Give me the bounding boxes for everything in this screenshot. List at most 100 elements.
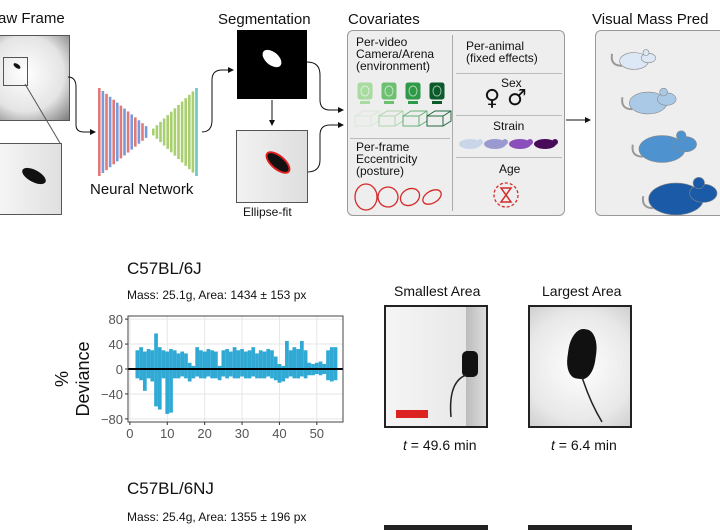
strain-mouse-head: [552, 139, 558, 145]
deviance-bar: [228, 351, 233, 377]
deviance-bar: [296, 349, 300, 379]
segmentation-title: Segmentation: [218, 11, 311, 28]
deviance-bar: [214, 351, 218, 379]
deviance-bar: [281, 365, 286, 382]
eccentricity-icons: [354, 183, 442, 211]
posture-label: (posture): [356, 164, 405, 178]
mouse-ear: [676, 130, 687, 141]
x-tick-label: 40: [272, 426, 286, 441]
y-tick-label: 0: [116, 362, 123, 377]
deviance-bar: [176, 353, 181, 379]
mouse-tail: [449, 374, 467, 418]
deviance-bar: [172, 350, 177, 379]
scale-bar: [396, 410, 428, 418]
zoom-connector: [24, 83, 61, 144]
deviance-bar: [266, 349, 271, 377]
strain-mouse-head: [477, 139, 483, 145]
fitted-ellipse: [261, 147, 295, 178]
deviance-bar: [232, 347, 237, 379]
age-label: Age: [499, 162, 521, 176]
deviance-bar: [206, 349, 211, 377]
encoder-layer: [123, 108, 126, 156]
decoder-layer: [155, 125, 159, 139]
smallest-area-label: Smallest Area: [394, 283, 481, 299]
per-frame-text: Per-frame Eccentricity (posture): [356, 141, 417, 177]
visual-mass-panel: [595, 30, 720, 216]
camera-icon: [429, 82, 445, 100]
decoder-layer: [162, 118, 166, 146]
strain-mouse-icon: [459, 139, 481, 149]
strain-title-2: C57BL/6NJ: [127, 479, 214, 498]
deviance-bar: [247, 350, 252, 379]
encoder-layer: [144, 126, 148, 138]
decoder-layer: [173, 108, 177, 156]
deviance-bar: [191, 365, 196, 379]
y-tick-label: −80: [101, 412, 123, 427]
sex-symbols-icon: ♀ ♂: [484, 86, 527, 111]
camera-lens: [360, 85, 370, 97]
deviance-bar: [169, 349, 173, 413]
deviance-bar: [255, 353, 259, 379]
decoder-layer: [166, 115, 169, 149]
encoder-layer: [126, 111, 130, 153]
ellipse-fit-label: Ellipse-fit: [243, 205, 292, 219]
camera-base: [408, 101, 418, 104]
camera-lens: [432, 85, 442, 97]
camera-arena-icons: [354, 82, 452, 127]
encoder-layer: [141, 123, 144, 141]
deviance-bar: [251, 347, 256, 377]
camera-icon: [381, 82, 397, 100]
arrow-to-network: [67, 76, 96, 135]
decoder-layer: [184, 98, 187, 166]
zoom-region-box: [3, 57, 28, 86]
deviance-bar: [135, 350, 140, 379]
y-tick-label: −40: [101, 387, 123, 402]
arrow-ellipse-to-covariates: [306, 122, 344, 173]
deviance-bar: [243, 351, 248, 379]
encoder-layer: [119, 105, 123, 159]
camera-icon: [357, 82, 373, 100]
smallest-time-value: 49.6 min: [422, 437, 477, 453]
eccentricity-label: Eccentricity: [356, 152, 418, 166]
visual-mass-title: Visual Mass Pred: [592, 11, 709, 28]
strain-title-1: C57BL/6J: [127, 259, 202, 278]
deviance-bar: [258, 350, 263, 379]
encoder-layer: [98, 88, 101, 176]
deviance-bar: [161, 350, 166, 379]
strain-mouse-icon: [484, 139, 506, 149]
decoder-layer: [195, 88, 198, 176]
mouse-tail: [641, 195, 654, 210]
mouse-tail: [621, 97, 633, 111]
eccentricity-ellipse-icon: [377, 186, 399, 208]
mass-mouse-icons: [610, 49, 718, 216]
deviance-bar: [329, 347, 334, 382]
camera-lens: [408, 85, 418, 97]
y-tick-label: 40: [109, 337, 123, 352]
arrow-seg-to-covariates: [306, 61, 344, 113]
deviance-bar: [285, 340, 289, 379]
deviance-bar: [199, 350, 203, 379]
encoder-layer: [137, 120, 141, 144]
decoder-layer: [180, 101, 184, 163]
x-tick-label: 30: [235, 426, 249, 441]
arena-box-icon: [378, 110, 404, 127]
strain-mouse-head: [527, 139, 533, 145]
mouse-blob: [462, 351, 478, 377]
largest-time-value: 6.4 min: [570, 437, 617, 453]
decoder-layer: [191, 91, 195, 173]
deviance-bar: [333, 347, 338, 381]
per-animal-label: Per-animal: [466, 39, 525, 53]
arena-box-icon: [354, 110, 380, 127]
deviance-bar: [262, 351, 267, 379]
camera-lens: [384, 85, 394, 97]
decoder-layer: [170, 111, 173, 153]
deviance-bar: [221, 350, 226, 377]
eccentricity-ellipse-icon: [399, 187, 421, 207]
covariates-title: Covariates: [348, 11, 420, 28]
raw-frame-image: [0, 35, 70, 121]
fixed-effects-label: (fixed effects): [466, 51, 538, 65]
mouse-ear: [659, 87, 668, 97]
encoder-layer: [101, 90, 105, 174]
largest-area-frame-2: [528, 525, 632, 530]
